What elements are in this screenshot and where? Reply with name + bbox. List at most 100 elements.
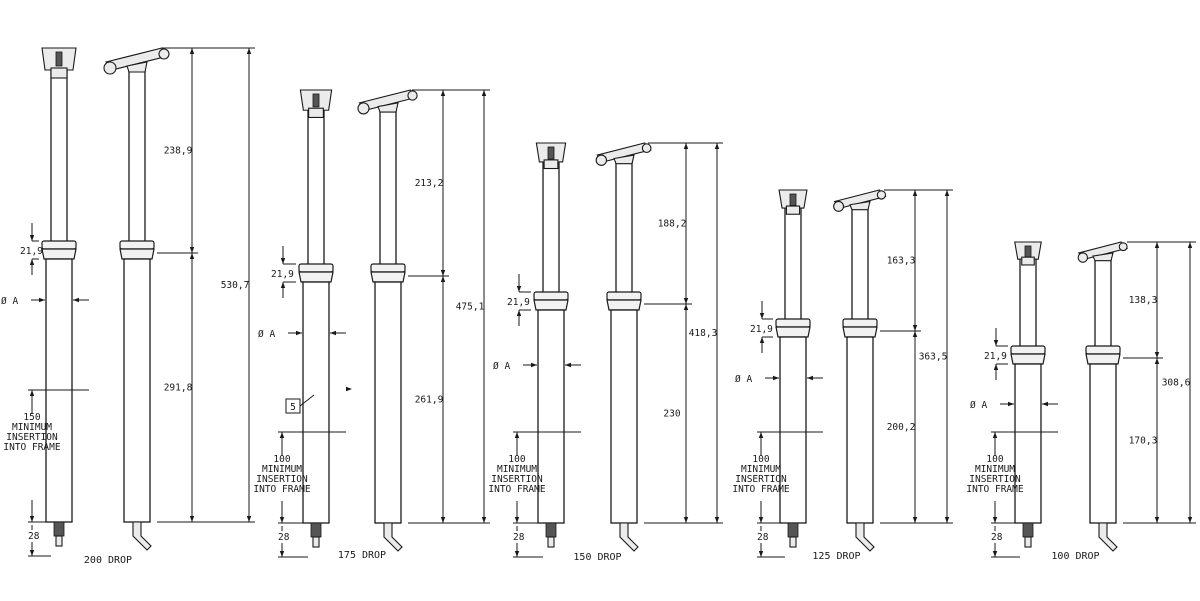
overall-length-label: 363,5 [919, 352, 948, 363]
bottom-arrow [514, 551, 520, 557]
side-stanchion [128, 69, 146, 246]
insertion-text-line: MINIMUM [497, 464, 537, 475]
collar-arrow-bottom [993, 364, 999, 370]
side-actuator [132, 521, 152, 551]
front-lower-tube [779, 336, 807, 524]
drop-label: 100 DROP [1051, 551, 1099, 562]
side-stanchion [851, 207, 869, 324]
insertion-text-line: INTO FRAME [3, 442, 60, 453]
side-collar [842, 318, 878, 328]
front-collar [41, 240, 77, 250]
overall-dimension-arrow-top [944, 190, 950, 196]
insertion-text-line: INTO FRAME [966, 484, 1023, 495]
overall-dimension-arrow-bottom [481, 517, 487, 523]
overall-length-label: 418,3 [689, 328, 718, 339]
insertion-text-line: 100 [986, 454, 1003, 465]
lower-length-label: 230 [663, 409, 680, 420]
upper-length-label: 138,3 [1129, 295, 1158, 306]
side-stanchion [1094, 258, 1112, 351]
upper-dimension-arrow-top [1154, 242, 1160, 248]
insertion-text-line: INSERTION [969, 474, 1021, 485]
insertion-arrow-bottom [514, 517, 520, 523]
side-collar-nut [1085, 353, 1121, 365]
insertion-text-line: MINIMUM [262, 464, 302, 475]
upper-dimension-arrow-bottom [683, 298, 689, 304]
front-actuator-tip [312, 536, 320, 548]
insertion-arrow-bottom [29, 516, 35, 522]
bottom-length-label: 28 [991, 532, 1003, 543]
side-head-base [126, 61, 148, 73]
bottom-length-label: 28 [513, 532, 525, 543]
insertion-text-line: INSERTION [735, 474, 787, 485]
lower-length-label: 170,3 [1129, 436, 1158, 447]
diameter-label: Ø A [493, 361, 510, 372]
side-head-base [1092, 252, 1114, 262]
insertion-text-line: MINIMUM [741, 464, 781, 475]
side-clamp-bolt-right [407, 90, 418, 101]
front-stanchion [1019, 256, 1037, 351]
diameter-label: Ø A [258, 329, 275, 340]
collar-height-label: 21,9 [750, 324, 773, 335]
side-collar [119, 240, 155, 250]
insertion-text-line: MINIMUM [975, 464, 1015, 475]
upper-dimension-arrow-top [440, 90, 446, 96]
front-collar-nut [41, 248, 77, 260]
insertion-arrow-top [992, 432, 998, 438]
front-actuator [545, 522, 557, 538]
overall-dimension-arrow-bottom [246, 516, 252, 522]
insertion-arrow-top [279, 432, 285, 438]
collar-arrow-top [516, 286, 522, 292]
front-stanchion [542, 159, 560, 297]
callout-number: 5 [290, 402, 296, 413]
insertion-text-line: INTO FRAME [732, 484, 789, 495]
front-actuator-tip [547, 536, 555, 548]
front-clamp-slot [789, 193, 797, 206]
side-collar [1085, 345, 1121, 355]
front-actuator-tip [55, 535, 63, 547]
front-collar [1010, 345, 1046, 355]
overall-length-label: 475,1 [456, 302, 485, 313]
upper-length-label: 163,3 [887, 256, 916, 267]
upper-dimension-arrow-bottom [1154, 352, 1160, 358]
front-collar [533, 291, 569, 301]
front-clamp-bolt [50, 67, 68, 79]
side-clamp-bolt-right [158, 48, 170, 60]
lower-dimension-arrow-top [683, 304, 689, 310]
side-head-base [849, 200, 871, 211]
insertion-arrow-top [758, 432, 764, 438]
side-lower-tube [374, 281, 402, 524]
side-actuator [619, 522, 639, 552]
insertion-text-line: INSERTION [6, 432, 58, 443]
lower-dimension-arrow-bottom [189, 516, 195, 522]
side-lower-tube [123, 258, 151, 523]
insertion-text-line: INSERTION [491, 474, 543, 485]
lower-dimension-arrow-top [440, 276, 446, 282]
insertion-arrow-bottom [279, 517, 285, 523]
bottom-arrow [279, 551, 285, 557]
front-collar [775, 318, 811, 328]
lower-length-label: 261,9 [415, 395, 444, 406]
insertion-text-line: INTO FRAME [488, 484, 545, 495]
insertion-text-line: 100 [273, 454, 290, 465]
side-clamp-bolt-left [833, 200, 845, 212]
front-lower-tube [1014, 363, 1042, 524]
front-lower-tube [302, 281, 330, 524]
front-clamp-bolt [785, 205, 801, 215]
upper-length-label: 213,2 [415, 178, 444, 189]
front-clamp-bolt [543, 159, 559, 170]
front-collar [298, 263, 334, 273]
collar-arrow-bottom [280, 282, 286, 288]
front-stanchion [307, 107, 325, 269]
insertion-text-line: MINIMUM [12, 422, 52, 433]
lower-dimension-arrow-top [1154, 358, 1160, 364]
front-collar-nut [1010, 353, 1046, 365]
front-actuator [53, 521, 65, 537]
overall-length-label: 530,7 [221, 280, 250, 291]
upper-length-label: 188,2 [658, 219, 687, 230]
front-stanchion [50, 67, 68, 246]
front-actuator [787, 522, 799, 538]
side-head-base [613, 154, 635, 165]
side-clamp-bolt-right [1118, 242, 1128, 252]
